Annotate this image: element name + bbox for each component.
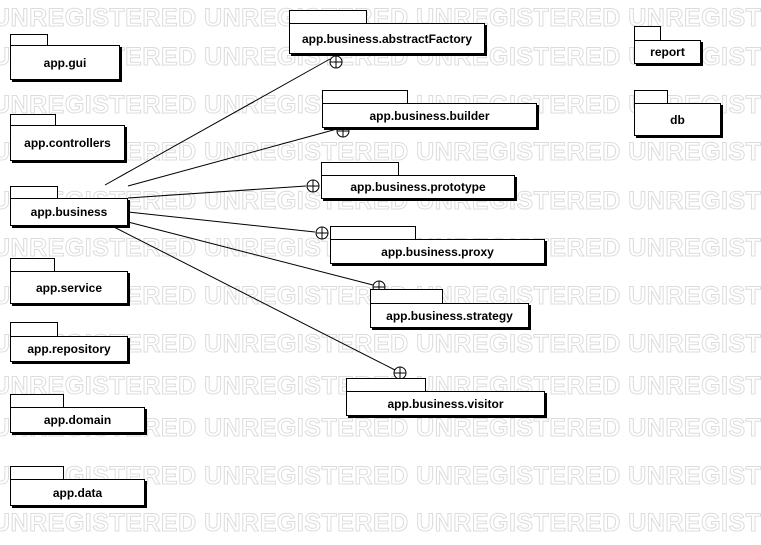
package-label: app.repository (27, 342, 111, 356)
package-app-business[interactable]: app.business (10, 186, 128, 228)
containment-icon (306, 179, 320, 193)
containment-icon (315, 226, 329, 240)
package-label: app.business.prototype (350, 180, 486, 194)
package-app-service[interactable]: app.service (10, 258, 128, 306)
link-prototype (127, 185, 307, 199)
link-abstract-factory (104, 58, 331, 186)
package-app-domain[interactable]: app.domain (10, 394, 145, 435)
package-label: app.business.strategy (386, 308, 513, 323)
package-app-gui[interactable]: app.gui (10, 34, 120, 82)
package-label: app.service (35, 280, 103, 295)
package-label: app.gui (43, 55, 87, 70)
package-label: app.business.proxy (381, 244, 494, 259)
package-label: app.business.abstractFactory (301, 31, 473, 46)
link-builder (127, 128, 338, 187)
package-label: app.data (52, 485, 103, 500)
package-label: report (650, 45, 685, 59)
package-db[interactable]: db (634, 90, 721, 138)
package-label: app.business.builder (369, 108, 490, 123)
package-app-business-builder[interactable]: app.business.builder (322, 90, 537, 130)
package-app-data[interactable]: app.data (10, 466, 145, 508)
package-label: app.business (30, 205, 108, 219)
link-strategy (127, 221, 374, 286)
package-app-controllers[interactable]: app.controllers (10, 114, 125, 164)
package-label: app.domain (43, 413, 112, 427)
link-visitor (111, 225, 396, 371)
package-app-business-abstractfactory[interactable]: app.business.abstractFactory (289, 10, 485, 56)
package-report[interactable]: report (634, 26, 701, 66)
package-app-business-strategy[interactable]: app.business.strategy (370, 289, 529, 330)
package-app-business-proxy[interactable]: app.business.proxy (330, 226, 545, 266)
package-app-repository[interactable]: app.repository (10, 322, 128, 364)
package-app-business-visitor[interactable]: app.business.visitor (346, 378, 545, 418)
package-app-business-prototype[interactable]: app.business.prototype (321, 162, 515, 201)
package-label: db (670, 112, 685, 127)
package-label: app.business.visitor (387, 396, 504, 411)
containment-icon (329, 55, 343, 69)
link-proxy (127, 211, 316, 233)
package-label: app.controllers (24, 136, 111, 150)
